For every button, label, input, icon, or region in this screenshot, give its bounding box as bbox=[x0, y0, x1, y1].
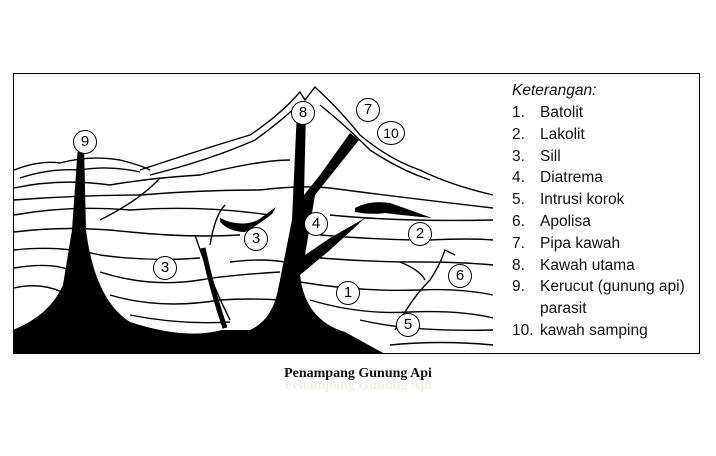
legend-num bbox=[512, 300, 540, 322]
legend-item: 3. Sill bbox=[512, 148, 685, 170]
marker-10: 10 bbox=[377, 121, 405, 145]
legend-num: 9. bbox=[512, 278, 525, 296]
batholith bbox=[13, 110, 385, 354]
marker-8: 8 bbox=[291, 101, 315, 125]
legend-label: Pipa kawah bbox=[540, 234, 621, 252]
legend-num: 6. bbox=[512, 212, 525, 230]
legend-num: 3. bbox=[512, 147, 525, 165]
laccolith bbox=[355, 202, 432, 218]
legend-label: Kawah utama bbox=[540, 256, 635, 274]
legend-num: 5. bbox=[512, 191, 525, 209]
marker-3-upper: 3 bbox=[244, 227, 268, 251]
legend-item: 1. Batolit bbox=[512, 104, 685, 126]
legend-item: 10. kawah samping bbox=[512, 322, 685, 344]
legend-num: 1. bbox=[512, 104, 525, 121]
legend-label: parasit bbox=[540, 300, 587, 318]
legend-item: 8. Kawah utama bbox=[512, 257, 685, 279]
legend-label: Lakolit bbox=[540, 125, 585, 143]
caption: Penampang Gunung Api bbox=[284, 366, 432, 381]
caption-ghost: Penampang Gunung Api bbox=[284, 378, 432, 393]
legend-item: 4. Diatrema bbox=[512, 169, 685, 191]
marker-7: 7 bbox=[356, 98, 380, 122]
marker-9: 9 bbox=[73, 130, 97, 154]
legend-num: 2. bbox=[512, 125, 525, 143]
legend-item: 6. Apolisa bbox=[512, 213, 685, 235]
marker-1: 1 bbox=[336, 281, 360, 305]
dike bbox=[200, 247, 228, 329]
legend-num: 7. bbox=[512, 234, 525, 252]
legend-label: Apolisa bbox=[540, 212, 591, 230]
legend-label: Kerucut (gunung api) bbox=[540, 278, 685, 296]
legend-label: kawah samping bbox=[540, 321, 648, 339]
legend-item: parasit bbox=[512, 300, 685, 322]
sill-upper bbox=[220, 207, 276, 232]
legend-label: Batolit bbox=[540, 104, 584, 121]
legend-label: Intrusi korok bbox=[540, 191, 625, 209]
legend-num: 8. bbox=[512, 256, 525, 274]
marker-3-lower: 3 bbox=[153, 256, 177, 280]
legend-item: 2. Lakolit bbox=[512, 126, 685, 148]
legend-num: 4. bbox=[512, 169, 525, 187]
legend-label: Sill bbox=[540, 147, 561, 165]
legend-item: 9. Kerucut (gunung api) bbox=[512, 278, 685, 300]
legend-item: 7. Pipa kawah bbox=[512, 235, 685, 257]
legend-label: Diatrema bbox=[540, 169, 603, 187]
diagram-frame bbox=[13, 73, 700, 354]
marker-6: 6 bbox=[448, 264, 472, 288]
marker-4: 4 bbox=[304, 212, 328, 236]
marker-2: 2 bbox=[408, 222, 432, 246]
legend-item: 5. Intrusi korok bbox=[512, 191, 685, 213]
marker-5: 5 bbox=[396, 313, 420, 337]
legend-num: 10. bbox=[512, 321, 534, 339]
legend-title: Keterangan: bbox=[512, 82, 597, 99]
legend: Keterangan: 1. Batolit 2. Lakolit 3. Sill 4… bbox=[512, 82, 685, 344]
